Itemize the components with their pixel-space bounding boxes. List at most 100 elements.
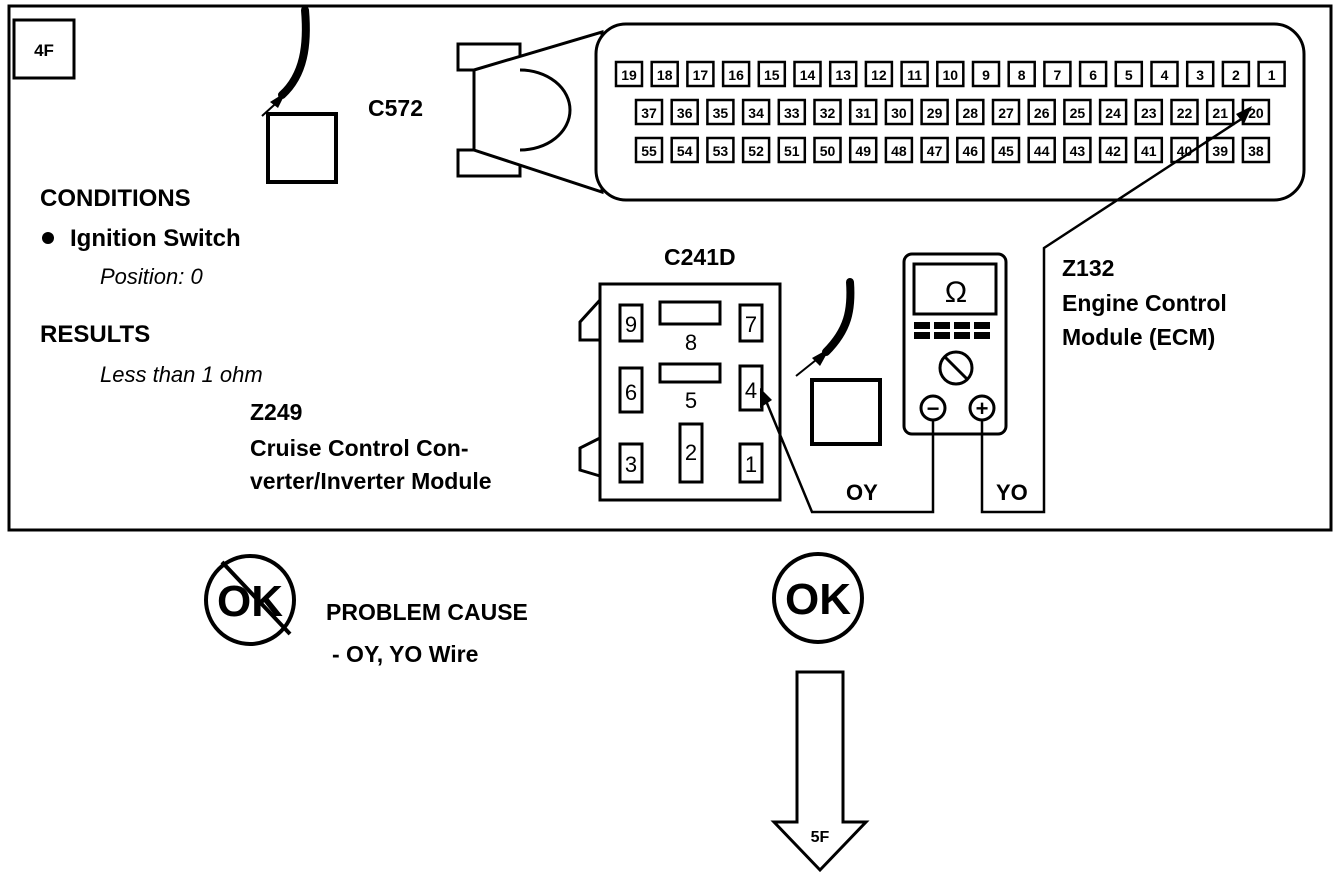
ecm-pin-number: 28 [963, 105, 979, 121]
ecm-pin-cavity [1027, 98, 1056, 126]
ecm-pin-number: 19 [621, 67, 637, 83]
bullet-icon [42, 232, 54, 244]
ecm-id: Z132 [1062, 255, 1114, 281]
ecm-pin-cavity [1114, 60, 1144, 88]
ecm-pin-cavity [721, 60, 751, 88]
ecm-pin-cavity [920, 136, 949, 164]
ecm-pin-number: 46 [963, 143, 979, 159]
ecm-pin-cavity [1134, 136, 1164, 164]
not-ok-icon [204, 554, 296, 646]
ecm-pin-number: 12 [871, 67, 887, 83]
next-step-id: 5F [811, 829, 830, 846]
module-pin: 6 [625, 380, 637, 405]
ecm-pin-cavity [884, 98, 914, 126]
ecm-pin-cavity [1134, 98, 1164, 126]
ecm-pin-cavity [1078, 60, 1108, 88]
ecm-pin-number: 22 [1177, 105, 1193, 121]
ecm-pin-number: 29 [927, 105, 943, 121]
ecm-pin-number: 25 [1070, 105, 1086, 121]
ecm-pin-number: 2 [1232, 67, 1240, 83]
ecm-connector-label: C572 [368, 95, 423, 121]
ecm-pin-number: 16 [728, 67, 744, 83]
ecm-pin-number: 8 [1018, 67, 1026, 83]
ecm-pin-cavity [848, 136, 878, 164]
ecm-pin-number: 18 [657, 67, 673, 83]
ecm-pin-cavity [1098, 136, 1128, 164]
ecm-pin-cavity [1241, 136, 1271, 164]
probe-tip [1236, 106, 1252, 124]
condition-item: Ignition Switch [70, 225, 241, 252]
module-pin: 7 [745, 312, 757, 337]
ecm-pin-cavity [848, 98, 878, 126]
ecm-pin-cavity [920, 98, 949, 126]
ecm-pin-cavity [1150, 60, 1179, 88]
module-pin-labels: 9 8 7 6 5 4 3 2 1 [625, 312, 757, 477]
ecm-pin-number: 14 [800, 67, 816, 83]
ecm-pin-number: 11 [907, 67, 922, 83]
ecm-pin-number: 15 [764, 67, 780, 83]
ecm-pin-cavity [1043, 60, 1072, 88]
disconnect-icon [261, 6, 338, 184]
ecm-pin-cavity [956, 98, 985, 126]
ecm-pin-cavity [1027, 136, 1056, 164]
module-line2: verter/Inverter Module [250, 468, 492, 494]
ecm-pin-cavity [777, 98, 807, 126]
not-ok-label: OK [217, 577, 283, 626]
ok-label: OK [785, 575, 851, 624]
ecm-pin-number: 21 [1212, 105, 1228, 121]
ecm-pin-number: 41 [1141, 143, 1157, 159]
ecm-pin-cavity [670, 136, 699, 164]
module-pin: 8 [685, 330, 697, 355]
ecm-pin-number: 20 [1248, 105, 1264, 121]
ecm-pin-number: 7 [1054, 67, 1062, 83]
module-id: Z249 [250, 399, 302, 425]
wire-left-label: OY [846, 480, 878, 505]
ecm-pin-number: 38 [1248, 143, 1264, 159]
ecm-pin-cavity [1170, 98, 1199, 126]
ecm-pin-cavity [741, 98, 771, 126]
ecm-pin-cavity [706, 98, 735, 126]
ecm-pin-number: 53 [713, 143, 729, 159]
problem-detail: - OY, YO Wire [332, 641, 478, 667]
ohmmeter [902, 252, 1008, 436]
ecm-pin-number: 43 [1070, 143, 1086, 159]
ecm-pin-cavity [813, 98, 842, 126]
positive-symbol: + [976, 396, 989, 421]
conditions-heading: CONDITIONS [40, 185, 191, 212]
ecm-pin-cavity [936, 60, 965, 88]
ecm-pin-cavity [1257, 60, 1286, 88]
module-pin: 2 [685, 440, 697, 465]
ecm-pin-number: 39 [1212, 143, 1228, 159]
negative-symbol: − [927, 396, 940, 421]
module-connector-label: C241D [664, 244, 736, 270]
disconnect-icon [795, 278, 882, 446]
ecm-pin-cavity [741, 136, 771, 164]
ecm-pin-number: 51 [784, 143, 800, 159]
ecm-pin-cavity [634, 136, 664, 164]
ecm-pin-number: 23 [1141, 105, 1157, 121]
ecm-pin-cavity [1205, 98, 1235, 126]
ecm-pin-cavity [991, 136, 1021, 164]
ecm-pin-cavity [864, 60, 894, 88]
ecm-pin-cavity [828, 60, 858, 88]
ecm-pin-number: 24 [1105, 105, 1121, 121]
ecm-pin-number: 48 [891, 143, 907, 159]
ecm-pin-cavity [1221, 60, 1251, 88]
ecm-pin-number: 50 [820, 143, 836, 159]
module-pin: 3 [625, 452, 637, 477]
module-pin: 1 [745, 452, 757, 477]
ecm-pin-cavity [971, 60, 1001, 88]
ecm-pin-number: 52 [748, 143, 764, 159]
ecm-pin-cavity [686, 60, 715, 88]
ecm-pin-number: 1 [1268, 67, 1276, 83]
ecm-pin-cavity [614, 60, 644, 88]
ecm-pin-number: 27 [998, 105, 1014, 121]
test-leads [762, 114, 1247, 514]
ok-icon [772, 552, 864, 644]
ecm-pin-cavity [777, 136, 807, 164]
ecm-line1: Engine Control [1062, 290, 1227, 316]
results-value: Less than 1 ohm [100, 362, 263, 387]
ecm-pin-number: 9 [982, 67, 990, 83]
ecm-pin-cavity [706, 136, 735, 164]
